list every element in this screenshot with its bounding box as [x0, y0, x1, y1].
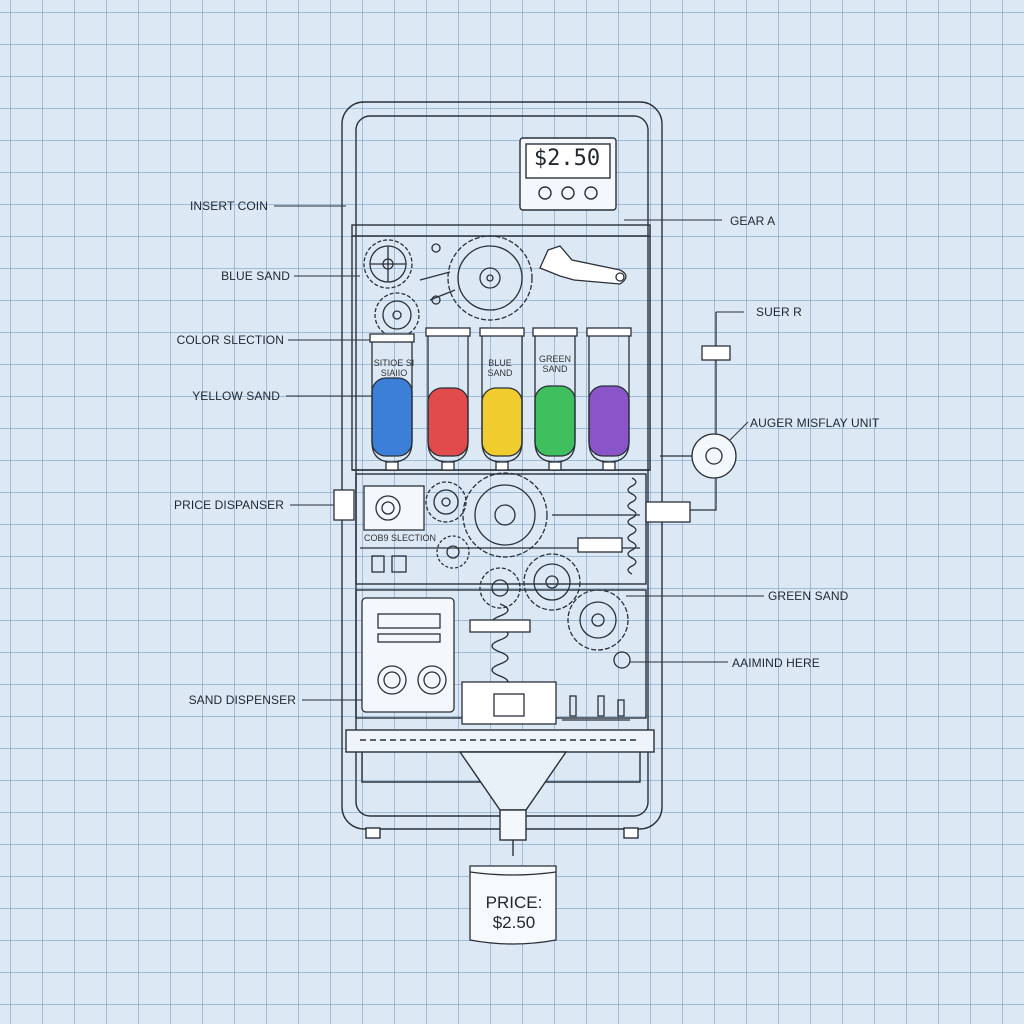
tube-purple — [586, 327, 632, 471]
foot-right — [623, 827, 639, 839]
label-insert-coin: INSERT COIN — [189, 199, 268, 213]
label-attend-here: AAIMIND HERE — [732, 656, 820, 670]
sand-bag — [469, 865, 557, 945]
bag-label-amount: $2.50 — [492, 913, 536, 932]
external-pipe — [690, 360, 717, 511]
bag-label-price: PRICE: — [485, 893, 543, 912]
label-green-sand: GREEN SAND — [768, 589, 849, 603]
gear-lower-left — [479, 567, 521, 609]
lever-arm — [539, 245, 627, 285]
label-sand-dispenser: SAND DISPENSER — [188, 693, 296, 707]
base-plate — [345, 729, 655, 753]
gear-top-small — [374, 292, 420, 338]
label-blue-sand: BLUE SAND — [221, 269, 290, 283]
gear-lower-center — [523, 553, 581, 611]
gear-top-large — [447, 235, 533, 321]
gear-top-left — [363, 239, 413, 289]
tube-yellow — [479, 327, 525, 471]
tube1-label: SITIOE SI SIAIIO — [373, 358, 415, 378]
tube3-label: BLUE SAND — [487, 358, 513, 378]
auger-wheel — [691, 433, 737, 479]
gear-lower-right — [567, 589, 629, 651]
spring-right — [627, 477, 637, 575]
gear-mid-small — [436, 535, 470, 569]
foot-left — [365, 827, 381, 839]
price-display-readout: $2.50 — [533, 146, 601, 171]
label-yellow-sand: YELLOW SAND — [192, 389, 280, 403]
funnel — [458, 751, 568, 811]
label-auger: AUGER MISFLAY UNIT — [750, 416, 880, 430]
label-suer-r: SUER R — [756, 305, 802, 319]
tube-red — [425, 327, 471, 471]
label-price-dispenser: PRICE DISPANSER — [174, 498, 284, 512]
panel-selection-label: COB9 SLECTION — [364, 533, 437, 543]
auger-spring — [491, 603, 509, 689]
label-gear-a: GEAR A — [730, 214, 776, 228]
spout — [499, 809, 527, 841]
gear-mid-left — [425, 481, 467, 523]
label-color-selection: COLOR SLECTION — [176, 333, 284, 347]
tube4-label: GREEN SAND — [538, 354, 571, 374]
tube-green — [532, 327, 578, 471]
mid-compartment — [355, 473, 647, 585]
tube-blue — [369, 333, 415, 471]
gear-mid-center — [462, 472, 548, 558]
